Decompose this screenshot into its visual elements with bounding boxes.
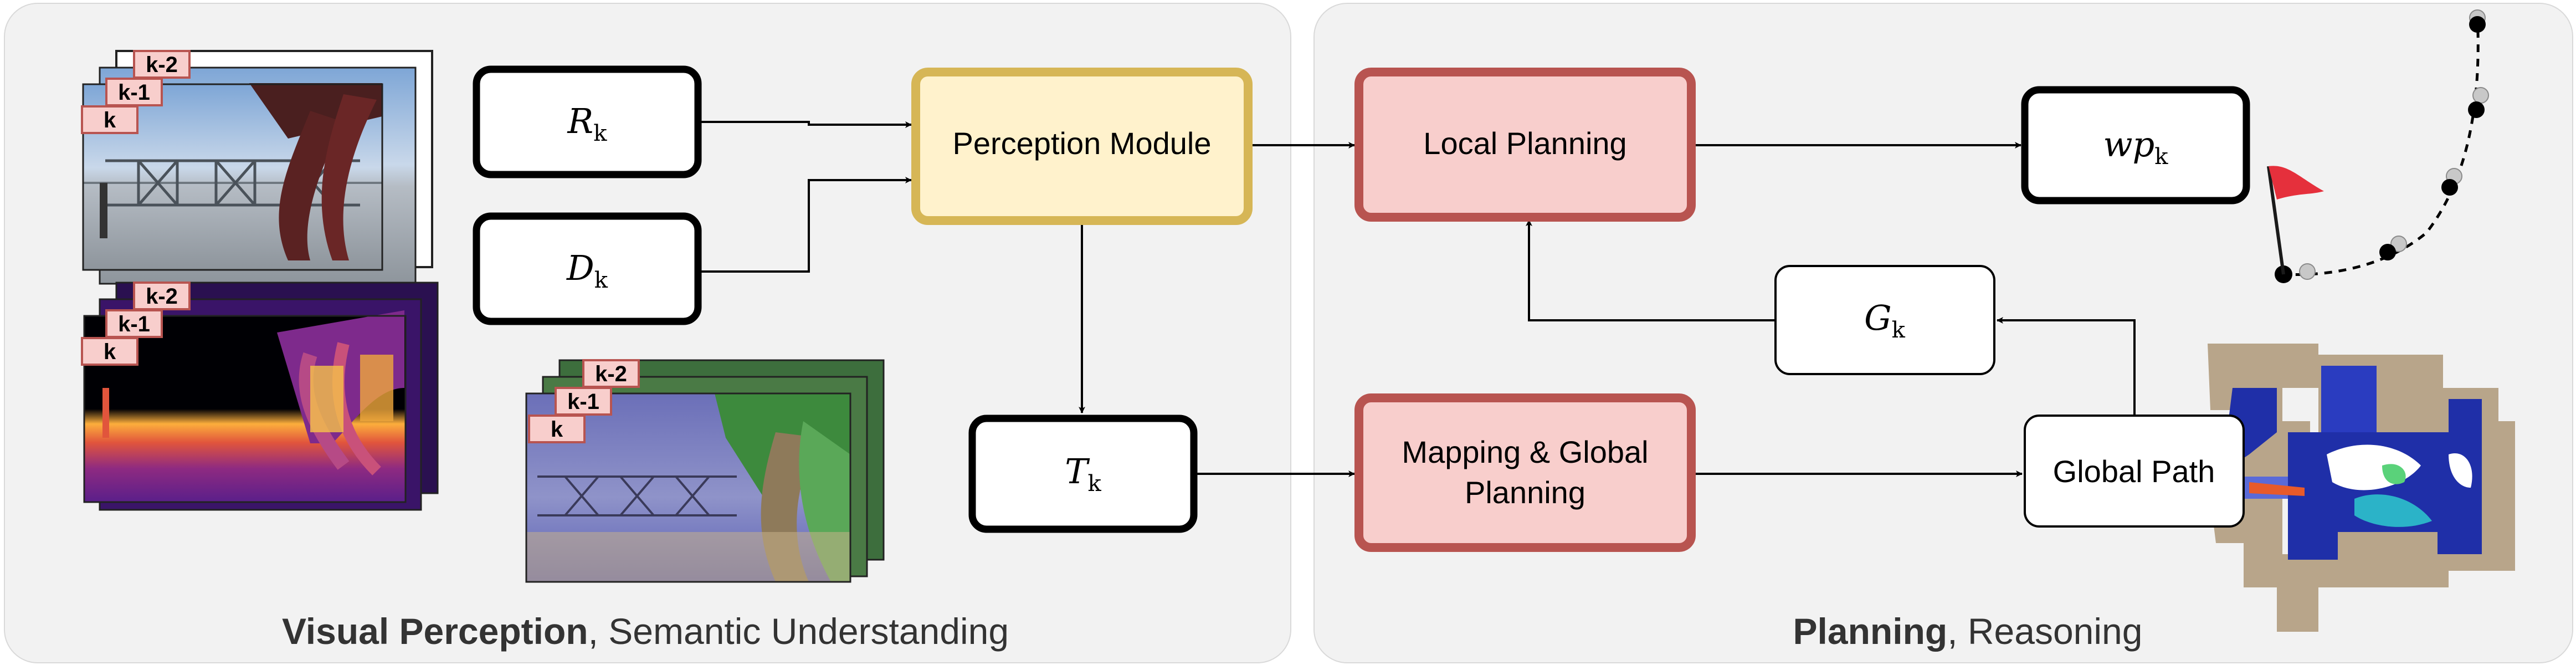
svg-text:Gk: Gk bbox=[1864, 298, 1906, 343]
rgb-label-k2: k-2 bbox=[146, 53, 178, 77]
semantic-label-k2: k-2 bbox=[595, 362, 627, 386]
semantic-label-k: k bbox=[551, 417, 563, 442]
local-planning-node: Local Planning bbox=[1354, 68, 1696, 222]
depth-input-node: Dk bbox=[473, 212, 702, 325]
rgb-label-k1: k-1 bbox=[118, 80, 150, 105]
rgb-symbol: R bbox=[567, 101, 594, 141]
mapping-label-line2: Planning bbox=[1465, 475, 1585, 510]
semantic-subscript: k bbox=[1088, 471, 1102, 497]
perception-module-node: Perception Module bbox=[911, 68, 1253, 225]
arrow-rgb-to-perception bbox=[701, 121, 912, 128]
depth-label-k: k bbox=[104, 340, 116, 364]
semantic-symbol: T bbox=[1065, 451, 1090, 492]
trajectory-illustration bbox=[2267, 9, 2489, 283]
rgb-frame-stack bbox=[82, 50, 433, 285]
svg-text:Rk: Rk bbox=[567, 101, 608, 146]
waypoint-symbol: wp bbox=[2103, 124, 2154, 165]
connectors bbox=[701, 121, 2136, 477]
goal-node: Gk bbox=[1774, 265, 1995, 375]
depth-symbol: D bbox=[566, 248, 594, 288]
flag-icon bbox=[2269, 166, 2324, 200]
semantic-label-k1: k-1 bbox=[567, 390, 599, 414]
global-path-label: Global Path bbox=[2053, 454, 2215, 489]
mapping-global-planning-node: Mapping & Global Planning bbox=[1354, 393, 1696, 552]
depth-subscript: k bbox=[594, 268, 608, 293]
semantic-frame-stack bbox=[525, 359, 885, 583]
mapping-label-line1: Mapping & Global bbox=[1402, 434, 1648, 469]
rgb-label-k: k bbox=[104, 108, 116, 132]
perception-title-rest: , Semantic Understanding bbox=[588, 611, 1009, 652]
goal-subscript: k bbox=[1892, 318, 1906, 343]
svg-text:Dk: Dk bbox=[566, 248, 608, 293]
flag-pole bbox=[2267, 166, 2285, 275]
semantic-frame-labels: k-2 k-1 k bbox=[528, 359, 640, 443]
semantic-node: Tk bbox=[968, 415, 1198, 533]
perception-panel-title: Visual Perception, Semantic Understandin… bbox=[282, 611, 1009, 652]
rgb-subscript: k bbox=[593, 121, 607, 146]
planning-panel-title: Planning, Reasoning bbox=[1793, 611, 2143, 652]
planning-title-bold: Planning bbox=[1793, 611, 1948, 652]
depth-label-k2: k-2 bbox=[146, 284, 178, 309]
local-planning-label: Local Planning bbox=[1423, 126, 1626, 161]
perception-module-label: Perception Module bbox=[953, 126, 1212, 161]
arrow-goal-to-local bbox=[1526, 219, 1776, 321]
arrow-globalpath-to-goal bbox=[1997, 317, 2136, 416]
depth-frame-labels: k-2 k-1 k bbox=[81, 282, 191, 366]
planning-title-rest: , Reasoning bbox=[1947, 611, 2142, 652]
rgb-frame-labels: k-2 k-1 k bbox=[81, 50, 191, 134]
svg-text:wpk: wpk bbox=[2103, 124, 2168, 170]
svg-text:Tk: Tk bbox=[1065, 451, 1101, 497]
arrow-depth-to-perception bbox=[701, 177, 912, 273]
rgb-input-node: Rk bbox=[473, 65, 702, 178]
goal-symbol: G bbox=[1864, 298, 1892, 338]
global-path-node: Global Path bbox=[2024, 415, 2245, 528]
waypoint-node: wpk bbox=[2021, 86, 2250, 204]
perception-title-bold: Visual Perception bbox=[282, 611, 588, 652]
depth-label-k1: k-1 bbox=[118, 312, 150, 336]
waypoint-subscript: k bbox=[2154, 144, 2168, 170]
